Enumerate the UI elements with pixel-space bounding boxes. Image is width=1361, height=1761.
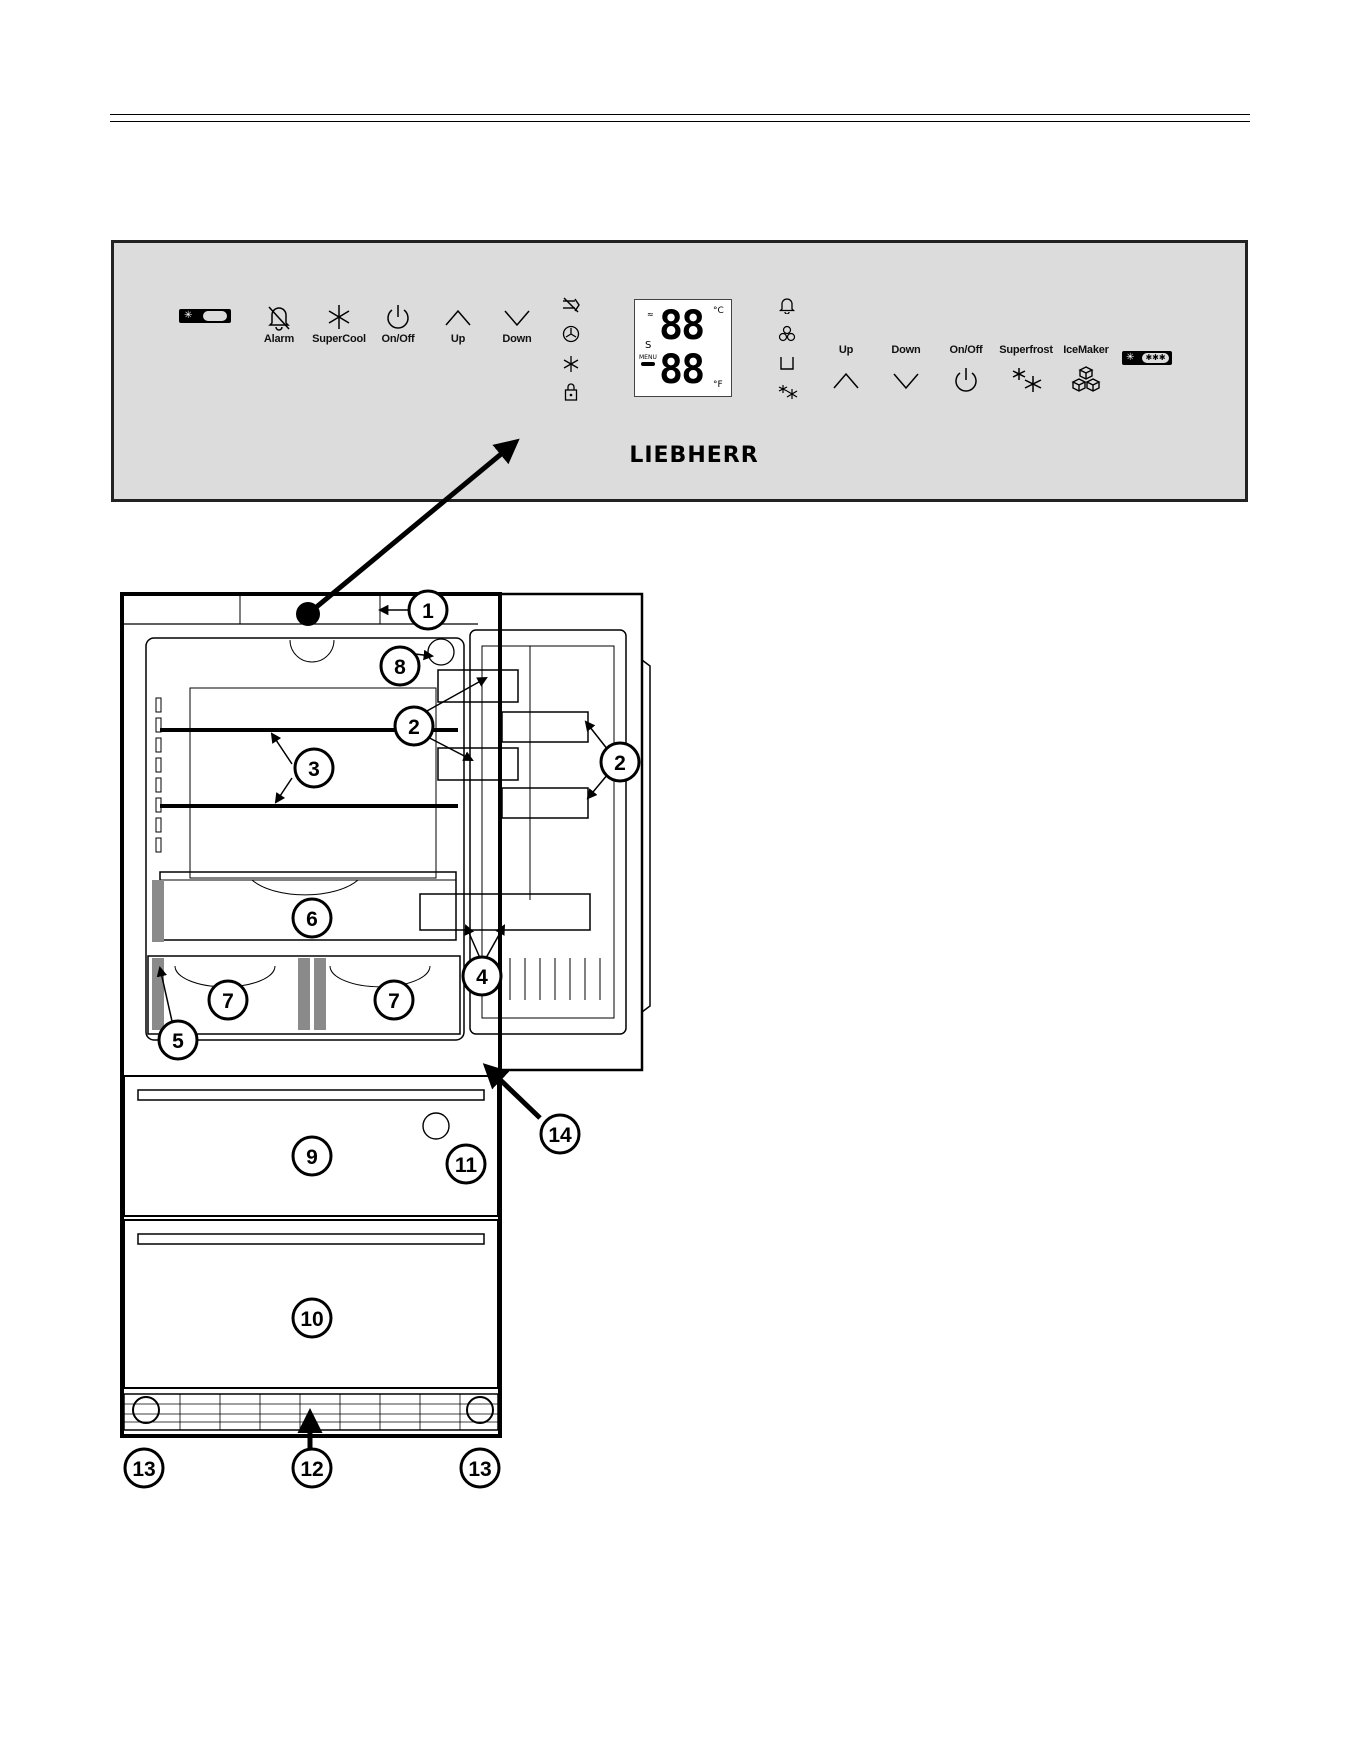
callout-13-left: 13	[125, 1449, 163, 1487]
callout-13-right: 13	[461, 1449, 499, 1487]
callout-2-right: 2	[601, 743, 639, 781]
callout-7-right-text: 7	[388, 990, 400, 1013]
callout-1: 1	[409, 591, 447, 629]
callout-7-left: 7	[209, 981, 247, 1019]
callout-11: 11	[447, 1145, 485, 1183]
callout-13-left-text: 13	[132, 1458, 155, 1481]
callout-4: 4	[463, 957, 501, 995]
callout-3: 3	[295, 749, 333, 787]
callout-6: 6	[293, 899, 331, 937]
panel-pointer-arrow	[296, 445, 512, 626]
callout-2-left: 2	[395, 707, 433, 745]
callout-14-text: 14	[548, 1124, 572, 1147]
callout-4-text: 4	[476, 966, 488, 989]
callout-12-text: 12	[300, 1458, 323, 1481]
callout-14: 14	[541, 1115, 579, 1153]
callout-5-text: 5	[172, 1030, 184, 1053]
callout-13-right-text: 13	[468, 1458, 491, 1481]
callout-5: 5	[159, 1021, 197, 1059]
callout-8: 8	[381, 647, 419, 685]
callout-7-right: 7	[375, 981, 413, 1019]
callout-8-text: 8	[394, 656, 406, 679]
callout-6-text: 6	[306, 908, 318, 931]
callout-2-left-text: 2	[408, 716, 420, 739]
callout-1-text: 1	[422, 600, 434, 623]
callout-2-right-text: 2	[614, 752, 626, 775]
callout-12: 12	[293, 1449, 331, 1487]
callout-9-text: 9	[306, 1146, 318, 1169]
callout-10-text: 10	[300, 1308, 323, 1331]
callout-11-text: 11	[455, 1154, 478, 1177]
leveling-feet	[133, 1397, 493, 1423]
open-door	[420, 594, 650, 1070]
callout-3-text: 3	[308, 758, 320, 781]
callout-7-left-text: 7	[222, 990, 234, 1013]
callout-10: 10	[293, 1299, 331, 1337]
callout-9: 9	[293, 1137, 331, 1175]
